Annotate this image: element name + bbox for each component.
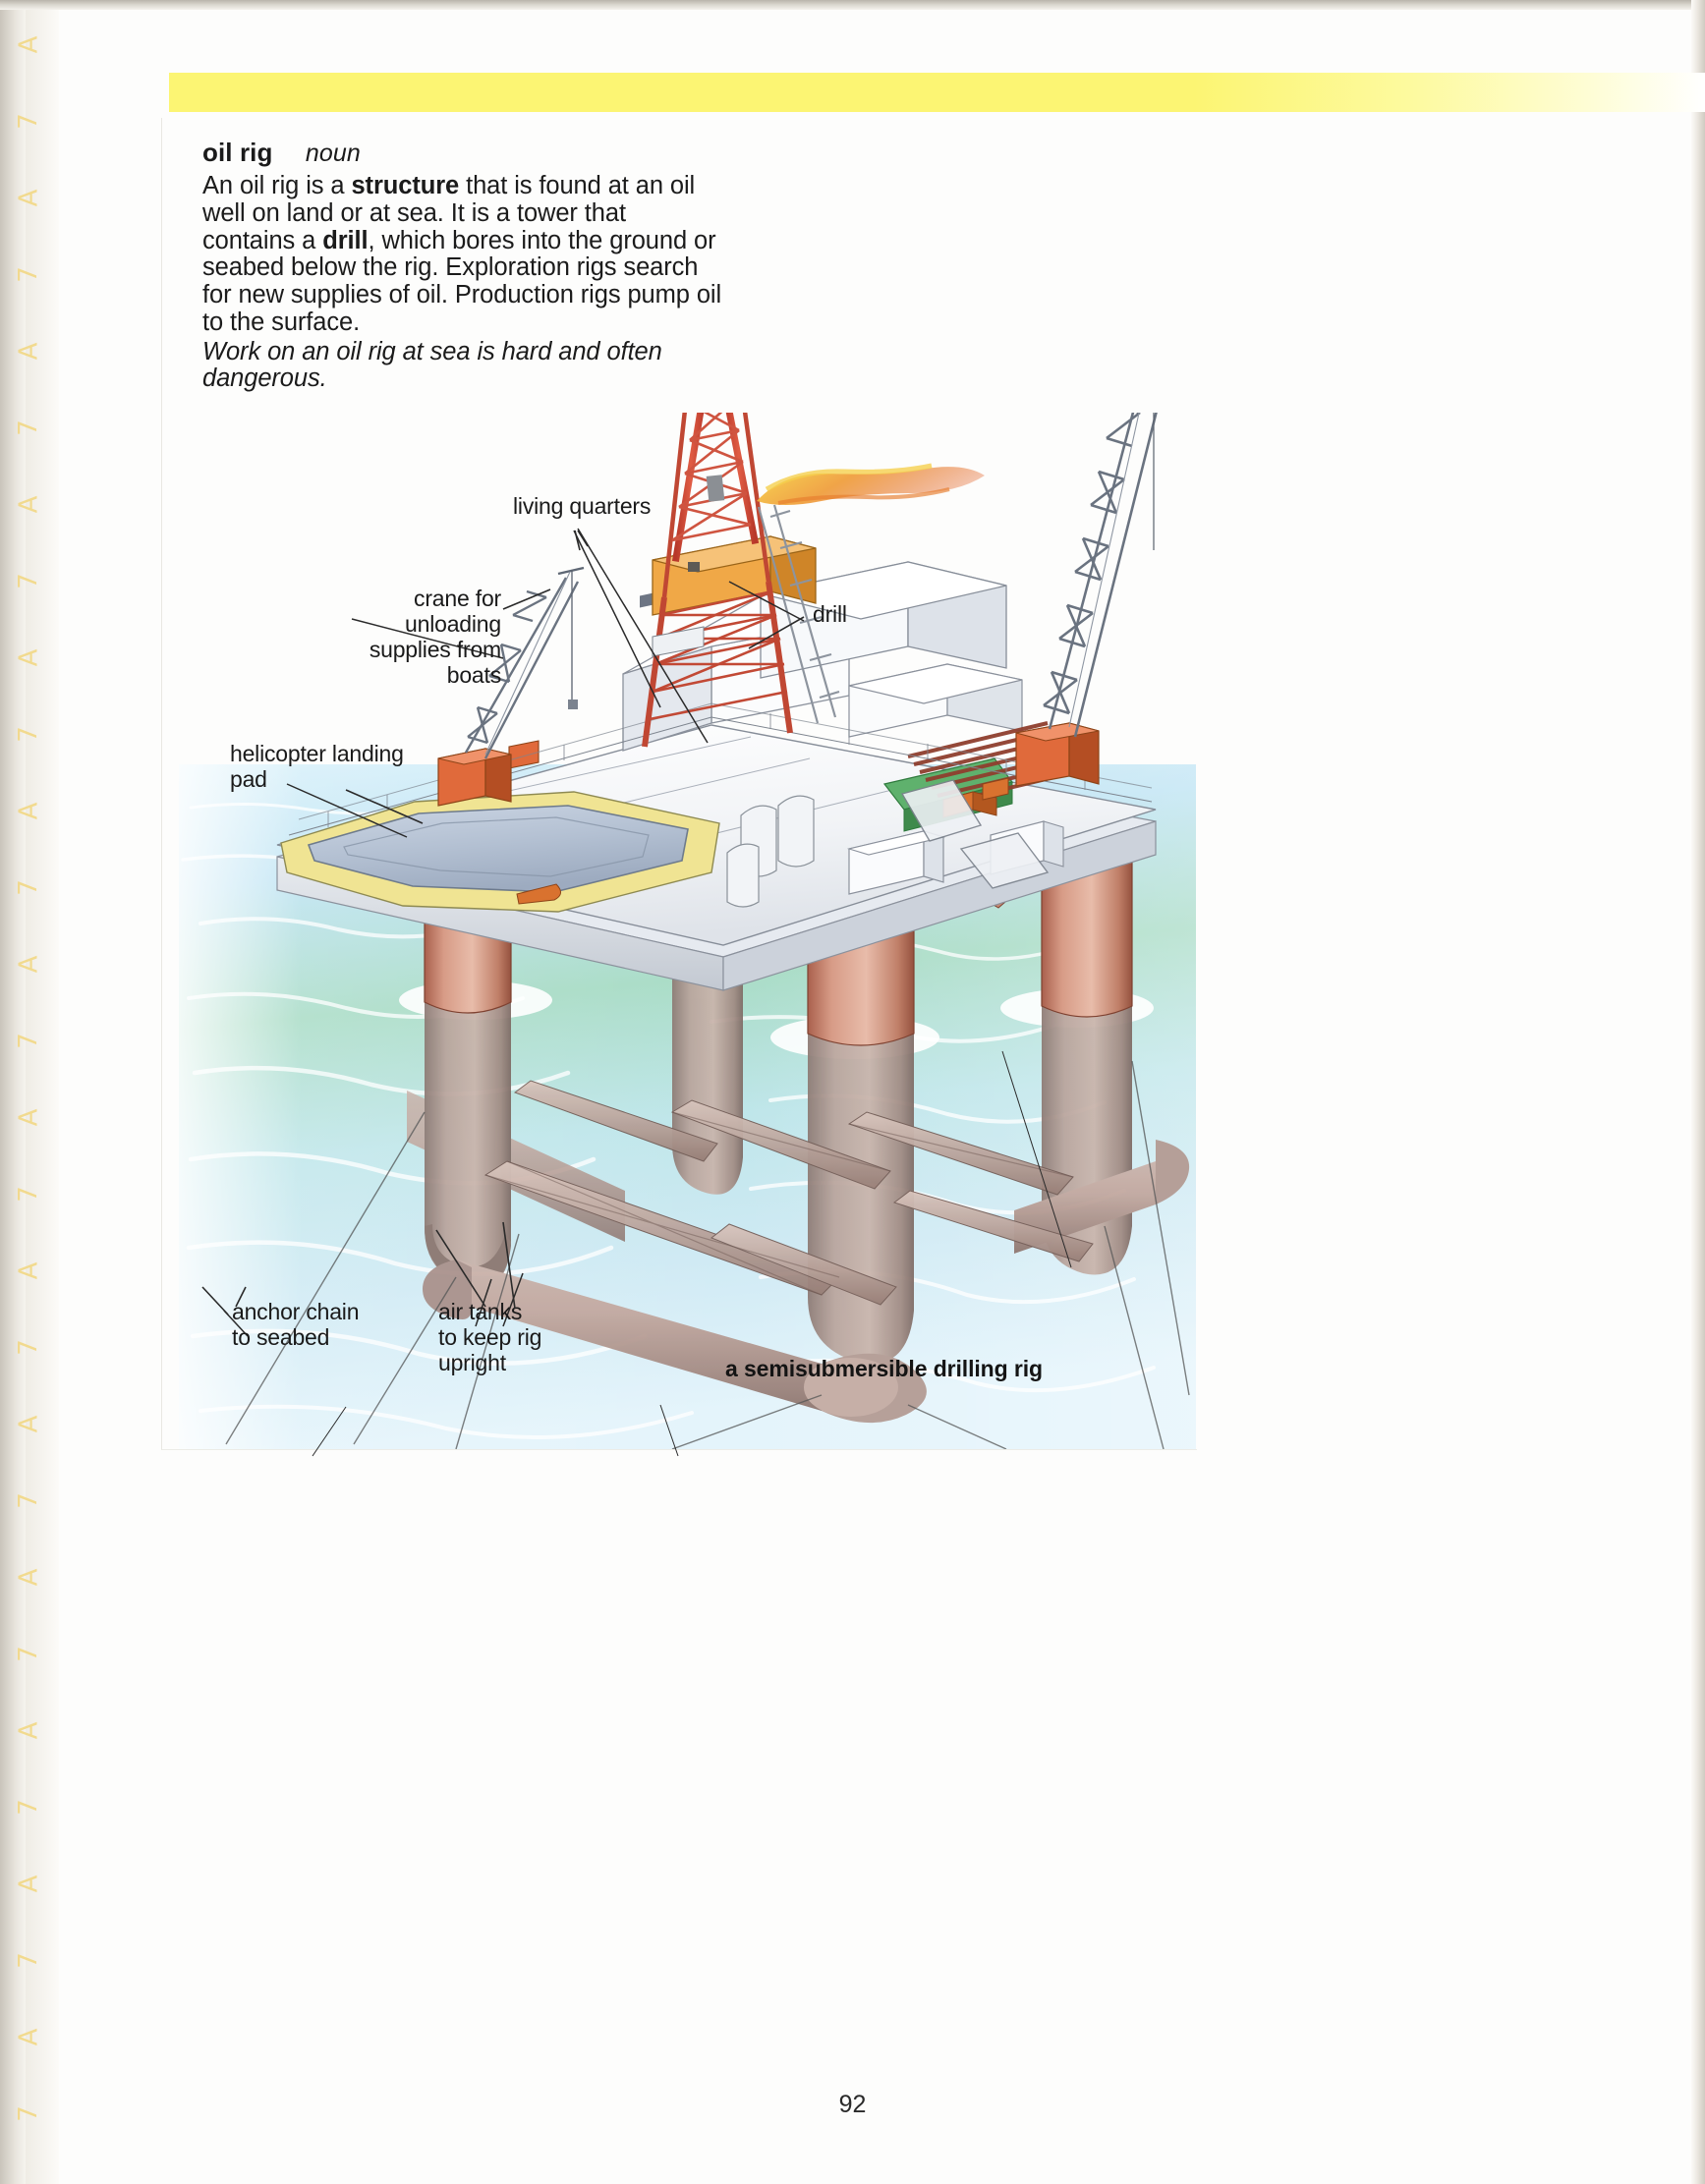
margin-glyph: 7 xyxy=(16,112,43,130)
illustration-caption: a semisubmersible drilling rig xyxy=(725,1356,1043,1381)
margin-glyph: A xyxy=(16,647,44,667)
margin-glyph: A xyxy=(16,341,44,361)
margin-glyph: 7 xyxy=(16,1185,43,1203)
margin-glyph: A xyxy=(16,1720,44,1740)
part-of-speech: noun xyxy=(305,140,361,167)
label-living-quarters: living quarters xyxy=(513,493,652,519)
gas-flare-flame xyxy=(757,463,985,505)
margin-glyph: 7 xyxy=(16,878,43,896)
margin-glyph: 7 xyxy=(16,572,43,589)
margin-glyph: 7 xyxy=(16,265,43,283)
margin-glyph: A xyxy=(16,188,44,207)
label-crane-for-unloading: crane for unloading supplies from boats xyxy=(369,586,501,688)
page-right-edge xyxy=(1691,0,1705,2184)
margin-glyph: 7 xyxy=(16,725,43,743)
oil-rig-illustration xyxy=(161,413,1196,1449)
header-banner xyxy=(169,73,1194,112)
page-number: 92 xyxy=(838,2091,867,2118)
margin-glyph: 7 xyxy=(16,1645,43,1662)
margin-glyph: A xyxy=(16,494,44,514)
label-air-tanks: air tanks to keep rig upright xyxy=(438,1299,542,1375)
book-gutter-shadow xyxy=(0,0,26,2184)
header-banner-fade xyxy=(1194,73,1705,112)
label-drill: drill xyxy=(813,601,847,627)
label-helicopter-landing-pad: helicopter landing pad xyxy=(230,741,404,792)
margin-glyph: 7 xyxy=(16,1338,43,1356)
margin-glyph: 7 xyxy=(16,419,43,436)
drill-derrick xyxy=(642,413,817,748)
margin-glyph: 7 xyxy=(16,1032,43,1049)
margin-glyph: A xyxy=(16,1107,44,1127)
example-sentence: Work on an oil rig at sea is hard and of… xyxy=(202,337,662,393)
margin-glyph: A xyxy=(16,1414,44,1433)
margin-glyph: A xyxy=(16,801,44,820)
margin-glyph: 7 xyxy=(16,1951,43,1969)
submerged-structure xyxy=(225,931,1190,1449)
margin-glyph: 7 xyxy=(16,1798,43,1816)
headword: oil rig xyxy=(202,138,273,167)
margin-glyph: 7 xyxy=(16,1491,43,1509)
label-anchor-chain: anchor chain to seabed xyxy=(232,1299,360,1350)
dictionary-entry: oil rig noun An oil rig is a structure t… xyxy=(202,138,723,393)
margin-glyph: A xyxy=(16,34,44,54)
definition-bold-term: structure xyxy=(351,172,460,199)
margin-glyph: A xyxy=(16,1567,44,1587)
margin-glyph: A xyxy=(16,2027,44,2046)
page-top-edge xyxy=(0,0,1705,10)
margin-glyph: A xyxy=(16,1260,44,1280)
margin-glyph: A xyxy=(16,954,44,974)
definition-bold-term: drill xyxy=(322,226,369,254)
definition-text: An oil rig is a structure that is found … xyxy=(202,172,722,336)
book-gutter-fade xyxy=(26,0,59,2184)
supply-crane-right xyxy=(1015,413,1158,787)
headword-line: oil rig noun xyxy=(202,138,723,168)
margin-glyph: A xyxy=(16,1874,44,1893)
